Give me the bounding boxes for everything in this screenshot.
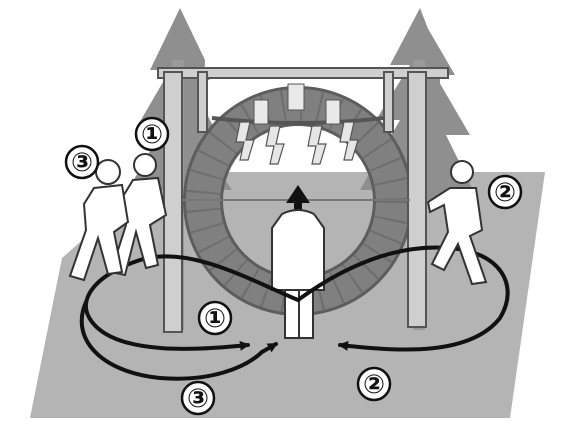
marker-2-top: ② [489,176,521,208]
marker-2-top-text: ② [494,178,516,208]
marker-3-path: ③ [182,382,214,414]
marker-3-path-text: ③ [187,384,209,414]
marker-1-top-text: ① [141,120,163,150]
marker-1-top: ① [136,118,168,150]
marker-3-top: ③ [66,146,98,178]
marker-1-path-text: ① [204,304,226,334]
marker-1-path: ① [199,302,231,334]
marker-2-path: ② [358,368,390,400]
marker-3-top-text: ③ [71,148,93,178]
marker-2-path-text: ② [363,370,385,400]
